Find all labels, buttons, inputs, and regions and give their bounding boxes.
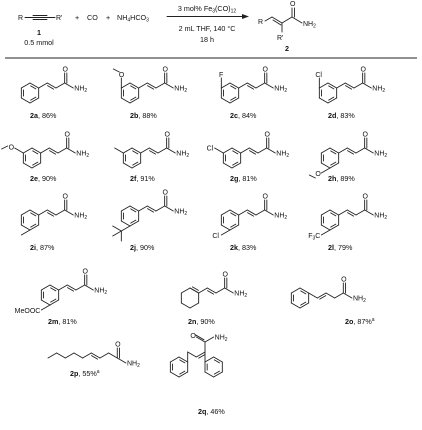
structure-2o: O NH2 <box>291 277 366 309</box>
methoxy-oxygen: O <box>9 145 15 152</box>
carbonyl-oxygen: O <box>264 132 270 139</box>
product-label-2f: 2f, 91% <box>130 174 155 183</box>
carbonyl-oxygen: O <box>360 67 366 74</box>
compound-1-label: 1 <box>37 28 41 37</box>
product-label-2g: 2g, 81% <box>230 174 257 183</box>
structure-2g: O NH2 Cl <box>207 132 290 169</box>
product-label-2l: 2l, 79% <box>328 243 353 252</box>
product-r-label: R <box>258 19 263 26</box>
nh2-group: NH2 <box>76 151 89 160</box>
alkyne-r-label: R <box>18 15 23 22</box>
carbonyl-oxygen: O <box>164 132 170 139</box>
structure-2n: O NH2 <box>181 272 247 309</box>
product-label-2e: 2e, 90% <box>30 174 57 183</box>
arrow-head-icon <box>242 14 249 19</box>
chlorine-atom: Cl <box>207 146 214 153</box>
carbonyl-oxygen: O <box>362 194 368 201</box>
co-reagent: CO <box>87 13 98 22</box>
plus-sign: + <box>106 13 110 22</box>
nh2-group: NH2 <box>274 213 287 222</box>
product-oxygen: O <box>290 1 296 8</box>
nh2-group: NH2 <box>234 291 247 300</box>
nh2-group: NH2 <box>127 361 140 370</box>
nh2-group: NH2 <box>215 335 228 344</box>
methoxy-oxygen: O <box>315 171 321 178</box>
general-reaction: R R' 1 0.5 mmol + CO + NH4HCO3 3 mol% Fe… <box>18 1 316 53</box>
structure-2e: O NH2 O <box>2 132 90 169</box>
methoxy-oxygen: O <box>119 72 125 79</box>
nh2-group: NH2 <box>174 86 187 95</box>
nh2-group: NH2 <box>374 213 387 222</box>
carbonyl-oxygen: O <box>64 132 70 139</box>
nh2-group: NH2 <box>276 151 289 160</box>
nh4hco3-reagent: NH4HCO3 <box>117 13 149 24</box>
compound-2-label: 2 <box>285 44 289 53</box>
product-nh2: NH2 <box>303 21 316 30</box>
nh2-group: NH2 <box>274 86 287 95</box>
structure-2f: O NH2 <box>115 132 190 169</box>
trifluoromethyl-group: F3C <box>308 233 320 242</box>
amount-label: 0.5 mmol <box>24 38 54 47</box>
structure-2c: O NH2 F <box>219 67 287 104</box>
nh2-group: NH2 <box>374 151 387 160</box>
nh2-group: NH2 <box>174 209 187 218</box>
product-label-2i: 2i, 87% <box>30 243 55 252</box>
product-label-2j: 2j, 90% <box>130 243 155 252</box>
product-label-2n: 2n, 90% <box>188 317 215 326</box>
methyl-ester-group: MeOOC <box>15 308 41 315</box>
carbonyl-oxygen: O <box>82 269 88 276</box>
product-rprime-label: R' <box>277 35 283 42</box>
solvent-temperature-condition: 2 mL THF, 140 °C <box>179 24 236 33</box>
product-label-2d: 2d, 83% <box>328 111 355 120</box>
nh2-group: NH2 <box>74 86 87 95</box>
structure-2a: O NH2 <box>21 67 87 104</box>
carbonyl-oxygen: O <box>162 67 168 74</box>
carbonyl-oxygen: O <box>262 194 268 201</box>
product-label-2b: 2b, 88% <box>130 111 157 120</box>
carbonyl-oxygen: O <box>262 67 268 74</box>
time-condition: 18 h <box>200 35 214 44</box>
product-label-2a: 2a, 86% <box>30 111 57 120</box>
chlorine-atom: Cl <box>212 233 219 240</box>
product-label-2o: 2o, 87%a <box>345 317 375 326</box>
alkyne-rprime-label: R' <box>56 15 62 22</box>
product-label-2q: 2q, 46% <box>198 407 225 416</box>
carbonyl-oxygen: O <box>115 342 121 349</box>
fluorine-atom: F <box>219 72 223 79</box>
carbonyl-oxygen: O <box>62 194 68 201</box>
product-label-2k: 2k, 83% <box>230 243 257 252</box>
product-label-2m: 2m, 81% <box>48 317 77 326</box>
carbonyl-oxygen: O <box>362 132 368 139</box>
carbonyl-oxygen: O <box>222 272 228 279</box>
plus-sign: + <box>75 13 79 22</box>
structure-2i: O NH2 <box>21 194 87 236</box>
carbonyl-oxygen: O <box>341 277 347 284</box>
structure-2b: O NH2 O <box>113 67 187 104</box>
carbonyl-oxygen: O <box>162 190 168 197</box>
structure-2p: O NH2 <box>48 342 140 370</box>
catalyst-condition: 3 mol% Fe3(CO)12 <box>178 4 236 15</box>
nh2-group: NH2 <box>353 296 366 305</box>
structure-2j: O NH2 <box>113 190 188 242</box>
chlorine-atom: Cl <box>315 72 322 79</box>
nh2-group: NH2 <box>74 213 87 222</box>
structure-2q: O NH2 <box>170 333 227 377</box>
product-label-2c: 2c, 84% <box>230 111 257 120</box>
product-label-2p: 2p, 55%a <box>70 369 100 378</box>
carbonyl-oxygen: O <box>190 333 196 340</box>
nh2-group: NH2 <box>372 86 385 95</box>
product-label-2h: 2h, 89% <box>328 174 355 183</box>
carbonyl-oxygen: O <box>62 67 68 74</box>
structure-2d: O NH2 Cl <box>315 67 385 104</box>
nh2-group: NH2 <box>176 151 189 160</box>
nh2-group: NH2 <box>94 288 107 297</box>
general-product-structure: R R' O NH2 <box>258 1 316 42</box>
